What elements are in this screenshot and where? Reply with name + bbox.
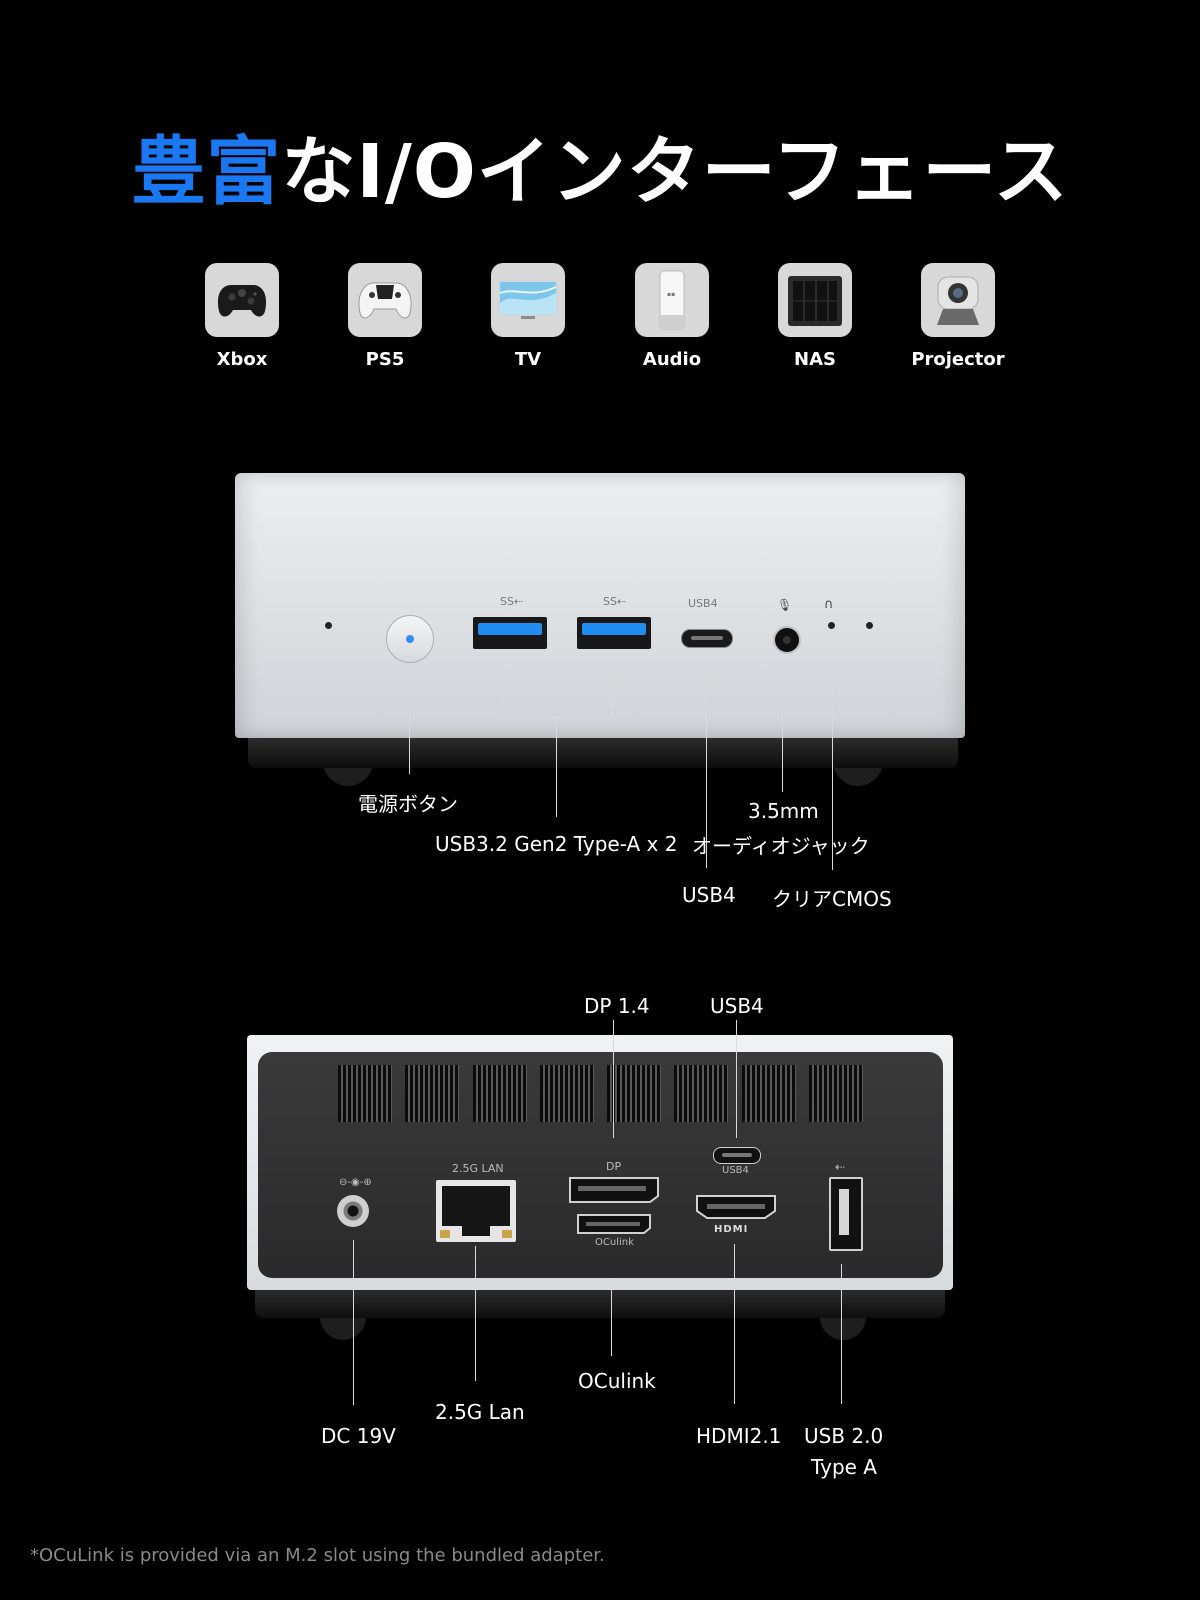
leader-line bbox=[736, 1020, 737, 1138]
usb-icon: ⇠ bbox=[835, 1160, 846, 1174]
ss-logo: SS⇠ bbox=[603, 595, 627, 608]
callout-cmos: クリアCMOS bbox=[772, 887, 892, 911]
callout-usb2-2: Type A bbox=[811, 1455, 877, 1479]
headphone-icon: ∩ bbox=[824, 597, 834, 612]
device-tv: TV bbox=[476, 263, 580, 370]
pinhole bbox=[866, 622, 873, 629]
lan-port bbox=[436, 1180, 516, 1242]
displayport bbox=[568, 1176, 660, 1204]
device-label: PS5 bbox=[365, 349, 405, 370]
footnote: *OCuLink is provided via an M.2 slot usi… bbox=[30, 1545, 605, 1566]
callout-usb4: USB4 bbox=[682, 883, 736, 907]
audio-jack bbox=[773, 626, 801, 654]
rear-base bbox=[255, 1290, 945, 1318]
device-label: Xbox bbox=[216, 349, 268, 370]
usb-a-port-2 bbox=[577, 617, 651, 649]
device-ps5: PS5 bbox=[333, 263, 437, 370]
oculink-port bbox=[576, 1213, 652, 1235]
device-label: Audio bbox=[642, 349, 702, 370]
title-highlight: 豊富 bbox=[131, 129, 282, 215]
microphone-icon: 🎙 bbox=[777, 598, 793, 612]
callout-usb2-1: USB 2.0 bbox=[804, 1424, 884, 1448]
hdmi-port bbox=[695, 1193, 777, 1221]
lan-port-label: 2.5G LAN bbox=[452, 1162, 504, 1175]
device-projector: Projector bbox=[906, 263, 1010, 370]
callout-jack-2: オーディオジャック bbox=[692, 834, 870, 858]
leader-line bbox=[501, 672, 502, 718]
leader-line bbox=[611, 1278, 612, 1356]
hdmi-logo: HDMI bbox=[714, 1224, 749, 1235]
title-rest: なI/Oインターフェース bbox=[281, 129, 1069, 215]
callout-oculink: OCulink bbox=[578, 1369, 656, 1393]
device-label: NAS bbox=[794, 349, 836, 370]
usb4-port bbox=[681, 629, 733, 648]
projector-icon bbox=[921, 263, 995, 337]
nas-icon bbox=[778, 263, 852, 337]
leader-line bbox=[613, 1020, 614, 1138]
usb4-port-rear bbox=[713, 1147, 761, 1164]
speaker-icon: ▪▪ bbox=[635, 263, 709, 337]
callout-usb4-rear: USB4 bbox=[710, 994, 764, 1018]
callout-jack-1: 3.5mm bbox=[748, 799, 819, 823]
leader-line bbox=[782, 670, 783, 792]
device-label: TV bbox=[514, 349, 542, 370]
leader-line bbox=[611, 672, 612, 718]
device-label: Projector bbox=[911, 349, 1005, 370]
gamepad-icon bbox=[205, 263, 279, 337]
controller-icon bbox=[348, 263, 422, 337]
usb-2-port bbox=[829, 1177, 863, 1251]
device-nas: NAS bbox=[763, 263, 867, 370]
leader-line bbox=[832, 672, 833, 870]
leader-line bbox=[706, 672, 707, 868]
usb4-port-rear-label: USB4 bbox=[722, 1165, 749, 1176]
clear-cmos-pinhole bbox=[828, 622, 835, 629]
leader-line bbox=[841, 1264, 842, 1404]
leader-line bbox=[475, 1246, 476, 1381]
leader-line bbox=[353, 1240, 354, 1405]
callout-usb32: USB3.2 Gen2 Type-A x 2 bbox=[435, 832, 678, 856]
svg-text:▪▪: ▪▪ bbox=[667, 291, 675, 298]
usb-a-port-1 bbox=[473, 617, 547, 649]
leader-line bbox=[556, 717, 557, 817]
device-xbox: Xbox bbox=[190, 263, 294, 370]
callout-hdmi: HDMI2.1 bbox=[696, 1424, 782, 1448]
leader-line bbox=[734, 1244, 735, 1404]
front-body bbox=[235, 473, 965, 738]
dp-port-label: DP bbox=[606, 1160, 622, 1173]
dc-jack bbox=[337, 1195, 369, 1227]
callout-power: 電源ボタン bbox=[358, 792, 458, 816]
leader-line bbox=[409, 668, 410, 774]
usb4-port-label: USB4 bbox=[688, 597, 718, 610]
front-base bbox=[248, 738, 958, 768]
tv-icon bbox=[491, 263, 565, 337]
page-title: 豊富なI/Oインターフェース bbox=[0, 112, 1200, 219]
device-audio: ▪▪ Audio bbox=[620, 263, 724, 370]
pinhole bbox=[325, 622, 332, 629]
callout-dc: DC 19V bbox=[321, 1424, 396, 1448]
dc-polarity-icon: ⊖-◉-⊕ bbox=[339, 1177, 372, 1188]
callout-lan: 2.5G Lan bbox=[435, 1400, 525, 1424]
oculink-port-label: OCulink bbox=[595, 1237, 634, 1248]
power-button[interactable] bbox=[386, 615, 434, 663]
vent-grille bbox=[338, 1065, 863, 1122]
power-led bbox=[406, 635, 414, 643]
callout-dp: DP 1.4 bbox=[584, 994, 650, 1018]
ss-logo: SS⇠ bbox=[500, 595, 524, 608]
